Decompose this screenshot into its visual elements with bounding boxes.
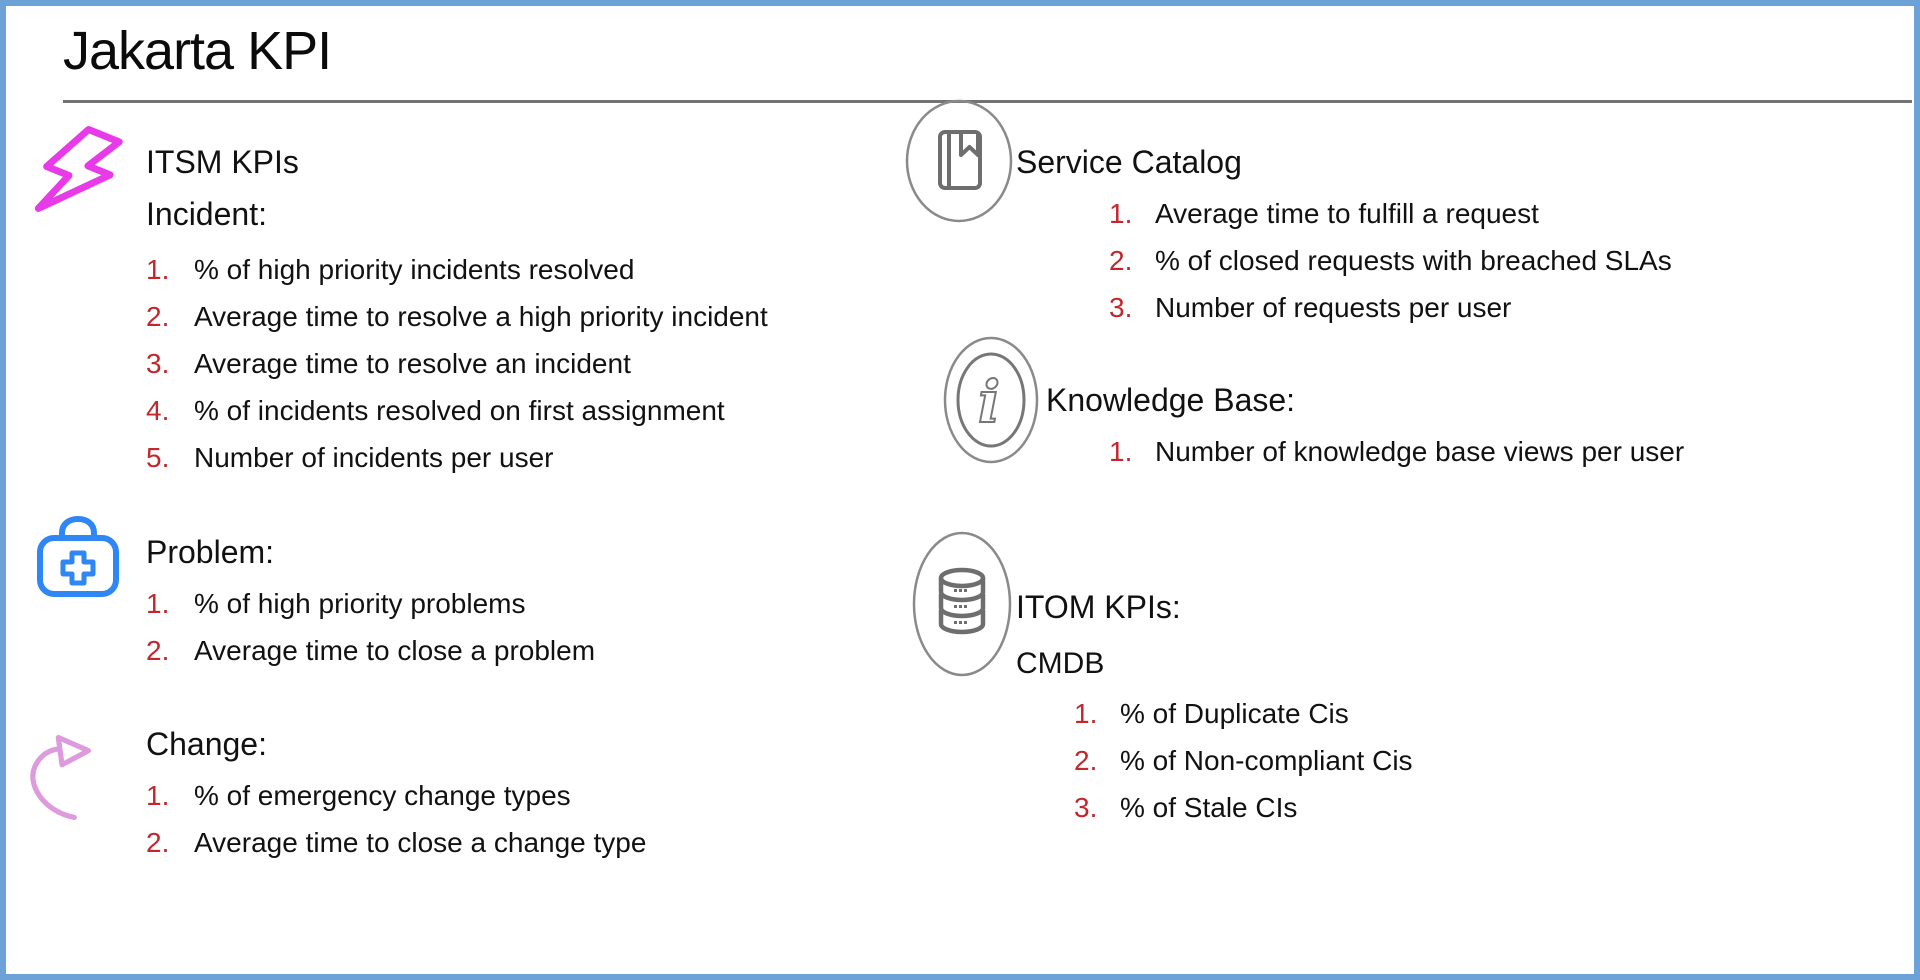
list-item-text: % of incidents resolved on first assignm… <box>194 394 725 426</box>
section-subheading: Incident: <box>146 196 267 232</box>
section-heading: Knowledge Base: <box>1046 382 1296 418</box>
list-item: 3. Number of requests per user <box>1109 284 1672 331</box>
list-item-text: % of emergency change types <box>194 779 571 811</box>
first-aid-kit-icon <box>37 516 119 597</box>
section-itom: ITOM KPIs: CMDB <box>1016 591 1181 679</box>
list-item-number: 2. <box>146 826 170 858</box>
list-item-text: Average time to close a change type <box>194 826 647 858</box>
list-item-text: Number of requests per user <box>1155 291 1512 323</box>
list-item-text: % of Stale CIs <box>1120 791 1298 823</box>
list-item: 2. % of closed requests with breached SLA… <box>1109 237 1672 284</box>
list-item: 1. % of emergency change types <box>146 772 646 819</box>
list-item-text: Average time to close a problem <box>194 634 596 666</box>
list-item: 5. Number of incidents per user <box>146 434 768 481</box>
section-problem: Problem: 1. % of high priority problems 2.… <box>146 536 595 674</box>
catalog-book-icon <box>905 99 1013 223</box>
slide-title: Jakarta KPI <box>63 21 332 81</box>
list-item-number: 1. <box>146 253 170 285</box>
list-item-number: 1. <box>146 779 170 811</box>
info-icon: i <box>943 336 1039 464</box>
incident-kpi-list: 1. % of high priority incidents resolved 2… <box>146 246 768 481</box>
list-item-number: 3. <box>1109 291 1133 323</box>
title-divider <box>63 100 1912 103</box>
section-change: Change: 1. % of emergency change types 2. A… <box>146 728 646 866</box>
list-item-number: 2. <box>1074 744 1098 776</box>
list-item: 1. % of high priority problems <box>146 580 595 627</box>
list-item: 3. % of Stale CIs <box>1074 784 1413 831</box>
section-heading: ITOM KPIs: <box>1016 589 1181 625</box>
curved-arrow-icon <box>30 734 91 821</box>
list-item: 2. Average time to close a change type <box>146 819 646 866</box>
list-item-number: 1. <box>1074 697 1098 729</box>
section-subheading: CMDB <box>1016 647 1105 680</box>
list-item-number: 1. <box>1109 197 1133 229</box>
section-itsm-incident: ITSM KPIs Incident: 1. % of high priority… <box>146 146 768 481</box>
section-heading: ITSM KPIs <box>146 144 299 180</box>
list-item-number: 1. <box>1109 435 1133 467</box>
list-item-number: 3. <box>146 347 170 379</box>
list-item: 3. Average time to resolve an incident <box>146 340 768 387</box>
list-item-text: % of Duplicate Cis <box>1120 697 1349 729</box>
list-item-text: % of Non-compliant Cis <box>1120 744 1413 776</box>
list-item-number: 1. <box>146 587 170 619</box>
change-kpi-list: 1. % of emergency change types 2. Average t… <box>146 772 646 866</box>
list-item-number: 2. <box>146 634 170 666</box>
list-item-text: Number of knowledge base views per user <box>1155 435 1685 467</box>
list-item-text: % of high priority incidents resolved <box>194 253 635 285</box>
list-item-text: Average time to fulfill a request <box>1155 197 1539 229</box>
list-item: 4. % of incidents resolved on first assig… <box>146 387 768 434</box>
knowledge-base-kpi-list: 1. Number of knowledge base views per use… <box>1109 428 1684 475</box>
list-item-number: 2. <box>1109 244 1133 276</box>
cmdb-kpi-list: 1. % of Duplicate Cis 2. % of Non-compliant… <box>1074 690 1413 831</box>
database-icon <box>912 531 1012 677</box>
list-item-number: 5. <box>146 441 170 473</box>
list-item: 2. Average time to resolve a high priorit… <box>146 293 768 340</box>
list-item: 2. Average time to close a problem <box>146 627 595 674</box>
svg-text:i: i <box>978 368 1000 436</box>
service-catalog-kpi-list: 1. Average time to fulfill a request 2. % o… <box>1109 190 1672 331</box>
problem-kpi-list: 1. % of high priority problems 2. Average t… <box>146 580 595 674</box>
list-item-text: Average time to resolve an incident <box>194 347 631 379</box>
section-heading: Change: <box>146 726 267 762</box>
list-item-text: Average time to resolve a high priority … <box>194 300 768 332</box>
list-item-number: 4. <box>146 394 170 426</box>
list-item: 1. Number of knowledge base views per use… <box>1109 428 1684 475</box>
list-item: 2. % of Non-compliant Cis <box>1074 737 1413 784</box>
section-knowledge-base: Knowledge Base: <box>1046 384 1295 416</box>
list-item-text: Number of incidents per user <box>194 441 554 473</box>
list-item: 1. % of high priority incidents resolved <box>146 246 768 293</box>
list-item-number: 3. <box>1074 791 1098 823</box>
list-item-number: 2. <box>146 300 170 332</box>
list-item-text: % of high priority problems <box>194 587 526 619</box>
list-item: 1. Average time to fulfill a request <box>1109 190 1672 237</box>
section-heading: Problem: <box>146 534 275 570</box>
list-item-text: % of closed requests with breached SLAs <box>1155 244 1672 276</box>
section-heading: Service Catalog <box>1016 144 1242 180</box>
section-service-catalog: Service Catalog <box>1016 146 1242 178</box>
lightning-icon <box>34 125 123 212</box>
list-item: 1. % of Duplicate Cis <box>1074 690 1413 737</box>
